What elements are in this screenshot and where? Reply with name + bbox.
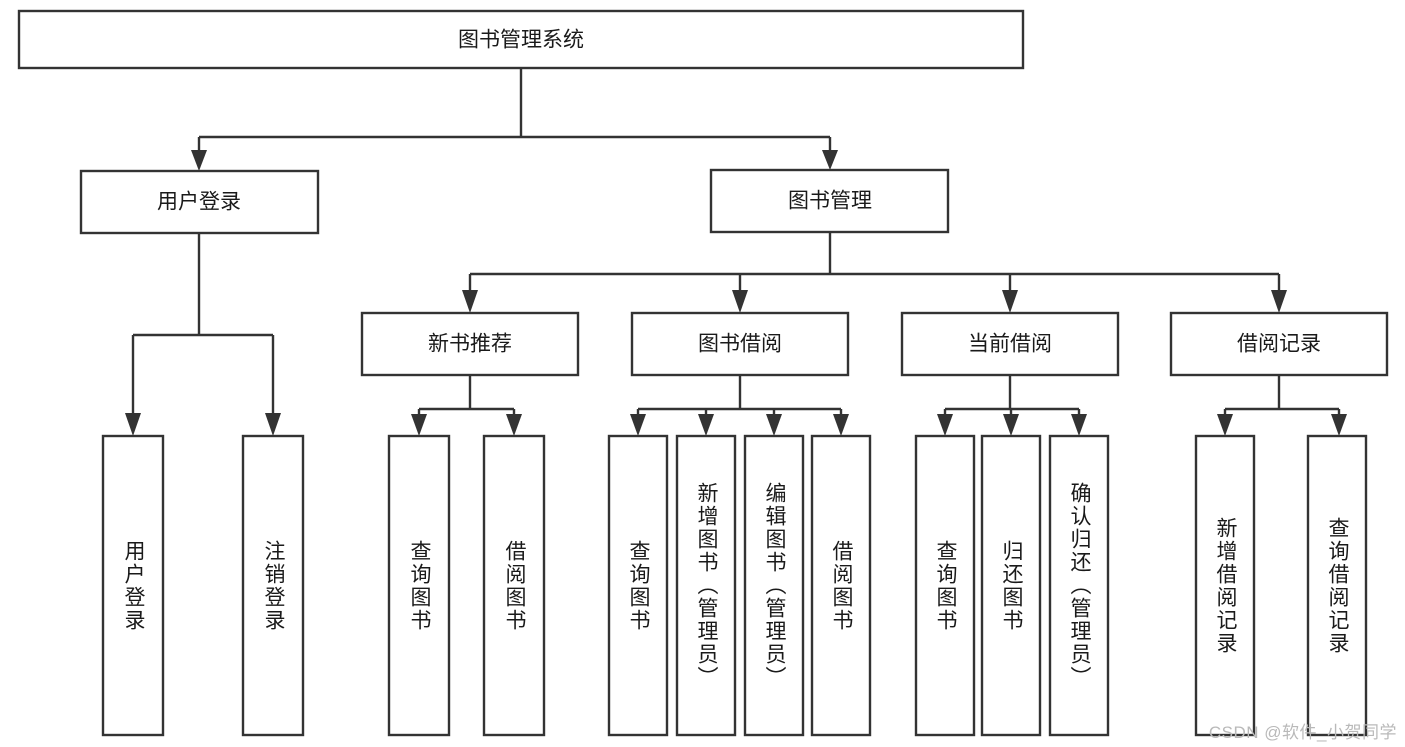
node-book-borrow-label: 图书借阅: [698, 333, 782, 356]
leaf-box-borrow-book-nb[interactable]: [482, 434, 546, 737]
node-current-borrow[interactable]: 当前借阅: [900, 311, 1120, 377]
arrow-head-current-borrow: [1002, 290, 1018, 313]
arrow-head-leaf-br-2: [1331, 414, 1347, 436]
arrow-head-leaf-bb-1: [630, 414, 646, 436]
node-current-borrow-label: 当前借阅: [968, 333, 1052, 356]
arrow-head-leaf-ul-2: [265, 413, 281, 436]
arrow-head-borrow-book: [732, 290, 748, 313]
leaf-box-borrow-book-bb[interactable]: [810, 434, 872, 737]
arrow-head-leaf-br-1: [1217, 414, 1233, 436]
node-user-login-label: 用户登录: [157, 191, 241, 214]
leaf-box-confirm-return-admin[interactable]: [1048, 434, 1110, 737]
arrow-head-leaf-nb-2: [506, 414, 522, 436]
arrow-head-new-book: [462, 290, 478, 313]
leaf-box-query-book-bb[interactable]: [607, 434, 669, 737]
leaf-box-query-book-cb[interactable]: [914, 434, 976, 737]
arrow-head-leaf-ul-1: [125, 413, 141, 436]
node-root-box[interactable]: [17, 9, 1025, 70]
node-user-login[interactable]: 用户登录: [79, 169, 320, 235]
arrow-head-leaf-bb-4: [833, 414, 849, 436]
node-book-borrow[interactable]: 图书借阅: [630, 311, 850, 377]
node-new-book-recommend-box[interactable]: [360, 311, 580, 377]
node-book-management[interactable]: 图书管理: [709, 168, 950, 234]
connector-group-borrow-book: [630, 375, 849, 436]
arrow-head-borrow-record: [1271, 290, 1287, 313]
leaf-box-query-borrow-record[interactable]: [1306, 434, 1368, 737]
leaf-box-add-borrow-record[interactable]: [1194, 434, 1256, 737]
connector-group-root: [191, 68, 838, 171]
node-borrow-record-box[interactable]: [1169, 311, 1389, 377]
arrow-head-leaf-cb-2: [1003, 414, 1019, 436]
arrow-head-leaf-bb-2: [698, 414, 714, 436]
connector-group-new-book: [411, 375, 522, 436]
node-book-management-label: 图书管理: [788, 190, 872, 213]
arrow-head-leaf-cb-1: [937, 414, 953, 436]
arrow-head-user-login: [191, 150, 207, 171]
node-borrow-record[interactable]: 借阅记录: [1169, 311, 1389, 377]
connector-group-current-borrow: [937, 375, 1087, 436]
node-book-borrow-box[interactable]: [630, 311, 850, 377]
connector-group-borrow-record: [1217, 375, 1347, 436]
arrow-head-leaf-bb-3: [766, 414, 782, 436]
node-root-label: 图书管理系统: [458, 29, 584, 52]
arrow-head-leaf-cb-3: [1071, 414, 1087, 436]
connector-group-book-mgmt: [462, 232, 1287, 313]
leaf-box-return-book[interactable]: [980, 434, 1042, 737]
leaf-box-edit-book-admin[interactable]: [743, 434, 805, 737]
arrow-head-book-mgmt: [822, 150, 838, 170]
node-new-book-recommend[interactable]: 新书推荐: [360, 311, 580, 377]
csdn-watermark: CSDN @软件_小贺同学: [1208, 723, 1397, 742]
leaf-box-add-book-admin[interactable]: [675, 434, 737, 737]
leaf-box-query-book-nb[interactable]: [387, 434, 451, 737]
leaf-box-user-login[interactable]: [101, 434, 165, 737]
node-user-login-box[interactable]: [79, 169, 320, 235]
node-root-system[interactable]: 图书管理系统: [17, 9, 1025, 70]
node-borrow-record-label: 借阅记录: [1237, 333, 1321, 356]
node-book-management-box[interactable]: [709, 168, 950, 234]
node-new-book-recommend-label: 新书推荐: [428, 333, 512, 356]
arrow-head-leaf-nb-1: [411, 414, 427, 436]
node-current-borrow-box[interactable]: [900, 311, 1120, 377]
leaf-box-logout-login[interactable]: [241, 434, 305, 737]
connector-group-user-login: [125, 233, 281, 436]
